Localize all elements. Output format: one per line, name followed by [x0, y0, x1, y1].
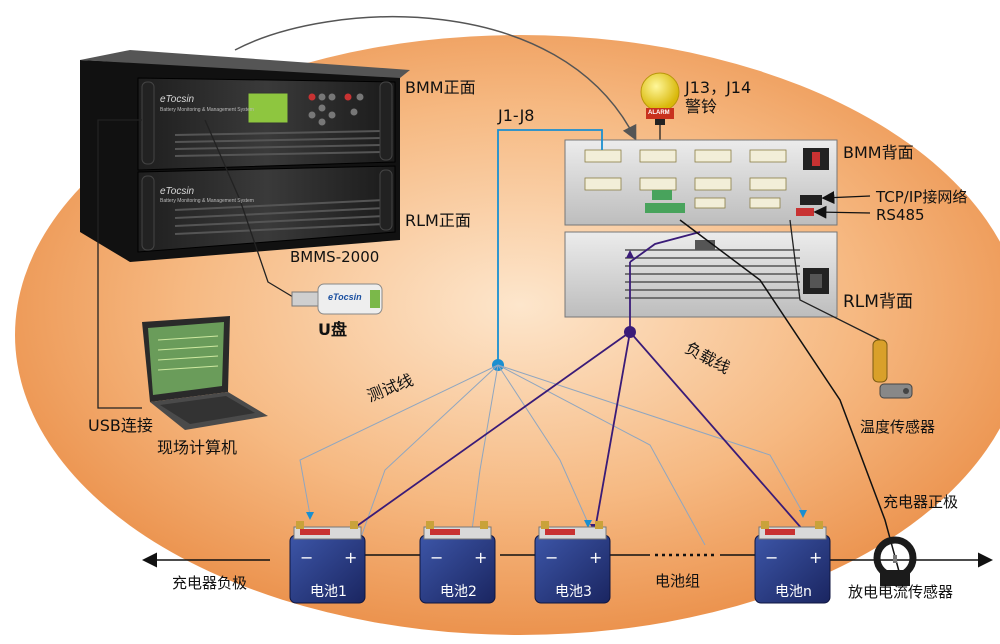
alarm-bell-icon [640, 72, 680, 125]
load-line [315, 231, 811, 556]
rlm-back-label: RLM背面 [843, 292, 913, 312]
battery-label: 电池3 [555, 584, 592, 600]
alarm-text: ALARM [648, 110, 670, 116]
bmm-front-panel [137, 77, 396, 171]
laptop-icon [142, 316, 268, 430]
usb-drive-cable [204, 119, 299, 301]
rack-to-bmm-back-arrow [234, 15, 637, 141]
bmms-2000-rack [80, 50, 410, 262]
battery-label: 电池1 [310, 584, 347, 600]
j13-j14-label: J13，J14 [685, 78, 752, 97]
battery-label: 电池2 [440, 584, 477, 600]
battery-3: −+ [534, 521, 611, 604]
battery-group: −+−+−+−+ [289, 521, 831, 604]
battery-label: 电池n [775, 584, 812, 600]
usb-link-label: USB连接 [88, 416, 153, 435]
rlm-subtitle-text: Battery Monitoring & Management System [160, 198, 254, 204]
rlm-back-panel [564, 231, 838, 318]
battery-4: −+ [754, 521, 831, 604]
site-computer-label: 现场计算机 [157, 438, 238, 457]
usb-drive-icon [291, 283, 383, 315]
charger-positive-label: 充电器正极 [883, 493, 959, 511]
battery-1: −+ [289, 521, 366, 604]
tcp-ip-arrow [821, 191, 871, 205]
u-disk-label: U盘 [318, 320, 347, 339]
rlm-front-label: RLM正面 [405, 211, 471, 230]
bmm-back-label: BMM背面 [843, 143, 914, 162]
bmm-subtitle-text: Battery Monitoring & Management System [160, 107, 254, 113]
rlm-brand-text: eTocsin [160, 186, 195, 197]
rs485-arrow [813, 205, 871, 219]
current-clamp-icon [873, 536, 917, 586]
usb-connection-line [97, 119, 142, 409]
bmms-model-label: BMMS-2000 [290, 248, 380, 266]
battery-positive-sign: + [344, 548, 357, 567]
bmm-lcd-screen [247, 92, 289, 124]
discharge-sensor-label: 放电电流传感器 [848, 583, 954, 601]
battery-2: −+ [419, 521, 496, 604]
battery-positive-sign: + [474, 548, 487, 567]
test-line-trunk [497, 129, 603, 365]
charger-negative-label: 充电器负极 [172, 574, 248, 592]
battery-positive-sign: + [589, 548, 602, 567]
j1-j8-label: J1-J8 [498, 106, 535, 125]
temp-sensor-wire [789, 219, 881, 341]
battery-positive-sign: + [809, 548, 822, 567]
bmm-front-label: BMM正面 [405, 78, 476, 97]
bmm-back-panel [564, 139, 838, 226]
rlm-front-panel [137, 165, 396, 253]
temp-sensor-label: 温度传感器 [860, 418, 936, 436]
battery-negative-sign: − [545, 548, 558, 567]
bmm-brand-text: eTocsin [160, 94, 195, 105]
battery-group-label: 电池组 [655, 572, 701, 590]
usb-brand-text: eTocsin [328, 292, 362, 302]
battery-negative-sign: − [430, 548, 443, 567]
alarm-bell-label: 警铃 [685, 97, 718, 116]
test-line-fan [299, 364, 804, 546]
battery-negative-sign: − [765, 548, 778, 567]
temperature-sensor-icon [872, 339, 913, 399]
load-line-hub [624, 326, 636, 338]
battery-negative-sign: − [300, 548, 313, 567]
rs485-label: RS485 [876, 206, 925, 224]
tcp-ip-label: TCP/IP接网络 [876, 188, 968, 206]
